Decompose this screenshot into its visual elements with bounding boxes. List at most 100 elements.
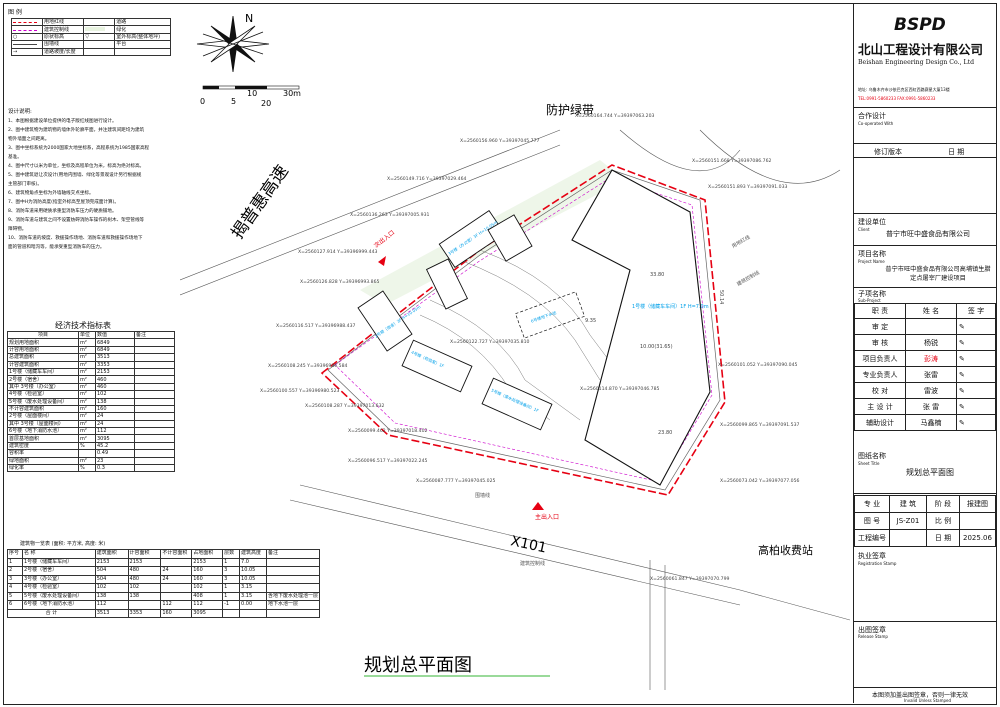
- coord-label: X=2560061.847 Y=39397070.799: [650, 576, 729, 582]
- building-5: [481, 377, 553, 431]
- info-value: 2025.06: [959, 529, 996, 547]
- toll-label: 高柏收费站: [758, 543, 813, 557]
- coord-label: X=2560126.828 Y=39396993.865: [300, 279, 379, 285]
- note-line: 障碍物。: [8, 227, 27, 232]
- cell: 1号楼（储藏车车间）: [7, 367, 79, 377]
- cell: 总建筑面积: [7, 353, 79, 362]
- cell: 计容建筑面积: [7, 360, 79, 369]
- cell: m²: [78, 360, 96, 369]
- north-arrow: N 0 5 10 20 30m: [196, 12, 301, 108]
- building-2: [357, 290, 413, 352]
- cell: 160: [160, 608, 193, 618]
- roles-table: 职 责姓 名签 字 审 定✎ 审 核杨锐✎ 项目负责人彭涛✎ 专业负责人张雷✎ …: [854, 303, 996, 431]
- note-line: 基准。: [8, 155, 22, 160]
- divider: [854, 621, 996, 622]
- cell: 2153: [94, 557, 129, 567]
- road-south-label: X101: [509, 533, 548, 556]
- cell: 6号楼（地下消防水池）: [21, 600, 96, 610]
- cell: m²: [78, 404, 96, 414]
- legend-label: 围墙线: [41, 40, 85, 49]
- role-row: 校 对雷波✎: [854, 382, 996, 399]
- cell: 1号楼（储藏车车间）: [21, 557, 96, 567]
- title-block: BSPD 北山工程设计有限公司 Beishan Engineering Desi…: [853, 3, 996, 703]
- building-6: [515, 291, 585, 339]
- cell: 4号楼（检验室）: [21, 583, 96, 593]
- coordinate-labels: X=2560164.744 Y=39397063.203 X=2560156.9…: [260, 113, 799, 582]
- header-cell: 项目: [7, 330, 79, 340]
- header-cell: 数值: [95, 330, 135, 340]
- client-label-en: Client: [858, 227, 870, 232]
- name-cell: 杨锐: [905, 334, 957, 351]
- exec-stamp-label-en: Registration Stamp: [858, 561, 897, 566]
- role-row: 审 定✎: [854, 318, 996, 335]
- cell: %: [78, 441, 96, 451]
- cell: m²: [78, 382, 96, 392]
- name-cell: 雷波: [905, 382, 957, 399]
- building-4: [401, 339, 473, 393]
- cell: 24: [95, 419, 135, 429]
- footer-note-en: Invalid Unless Stamped: [904, 698, 952, 703]
- divider: [854, 143, 996, 144]
- cell: 6849: [95, 345, 135, 355]
- scale-5: 5: [231, 97, 236, 106]
- info-label: 日 期: [926, 529, 960, 547]
- header-cell: 计容面积: [127, 549, 162, 559]
- cell: m²: [78, 412, 96, 421]
- cell: m²: [78, 390, 96, 399]
- building-1-label: 1号楼（储藏车车间）1F H=7.0m: [632, 303, 709, 310]
- cell: m²: [78, 353, 96, 362]
- fence-symbol: [13, 44, 37, 46]
- buildings-table: 序号 名 称 建筑面积 计容面积 不计容面积 占地面积 层数 建筑高度 备注 1…: [7, 549, 321, 618]
- cell: m²: [78, 397, 96, 406]
- scale-20: 20: [261, 99, 271, 108]
- info-label: 专 业: [854, 495, 890, 513]
- revision-date-label: 日 期: [948, 148, 965, 156]
- cell: 138: [95, 397, 135, 406]
- redline-label: 用地红线: [731, 234, 752, 250]
- cell: m²: [78, 419, 96, 429]
- company-tel: TEL:0991-5860233 FAX:0991-5860233: [858, 96, 936, 101]
- project-label-en: Project Name: [858, 259, 885, 264]
- header-cell: 序号: [7, 549, 23, 559]
- company-name-cn: 北山工程设计有限公司: [858, 42, 984, 57]
- cell: 绿化率: [7, 464, 79, 473]
- cell: 460: [95, 375, 135, 384]
- exec-stamp-label: 执业签章: [858, 552, 886, 560]
- scale-10: 10: [247, 89, 257, 98]
- company-logo: BSPD: [894, 15, 946, 35]
- project-name: 普宁市旺中盛食品有限公司高埔镇生腊定点屠宰厂建设项目: [885, 266, 991, 282]
- legend: 图 例 用地红线道路 建筑控制线绿化 ○原状标高▽室外标高(整体地坪) 围墙线平…: [5, 5, 175, 93]
- cell: 绿地面积: [7, 456, 79, 466]
- entrance-sub-arrow: [378, 256, 386, 266]
- info-value: 建 筑: [889, 495, 927, 513]
- header-cell: 建筑面积: [94, 549, 129, 559]
- dim-label: 33.80: [650, 272, 664, 278]
- coord-label: X=2560101.052 Y=39397090.045: [718, 362, 797, 368]
- role-cell: 专业负责人: [854, 366, 906, 383]
- road-west-label: 揭普惠高速: [228, 162, 293, 243]
- note-line: 4、图中尺寸以米为单位，坐标及高程单位为米，标高为绝对标高。: [8, 164, 145, 169]
- cell: 504: [94, 574, 129, 584]
- drawing-title: 规划总平面图: [364, 655, 472, 676]
- building-6-label: 6号楼地下水池: [530, 309, 557, 324]
- role-row: 审 核杨锐✎: [854, 334, 996, 351]
- role-row: 主 设 计张 雷✎: [854, 398, 996, 415]
- note-line: 9、消防车道与建筑之间不设置妨碍消防车操作的树木、架空管线等: [8, 218, 145, 223]
- cell: 3353: [127, 608, 162, 618]
- note-line: 8、消防车道采用硬质承重型消防车压力的硬质铺地。: [8, 209, 117, 214]
- divider: [854, 245, 996, 246]
- north-label: N: [245, 12, 253, 25]
- info-value: 报建图: [959, 495, 996, 513]
- legend-label: 道路: [114, 17, 171, 27]
- indicators-header: 项目 单位 数值 备注: [7, 330, 175, 340]
- ctrl-label: 建筑控制线: [736, 269, 761, 288]
- dim-label: 50.14: [718, 290, 724, 304]
- name-cell: 马鑫楠: [905, 414, 957, 431]
- ctrl-label-south: 建筑控制线: [520, 560, 545, 567]
